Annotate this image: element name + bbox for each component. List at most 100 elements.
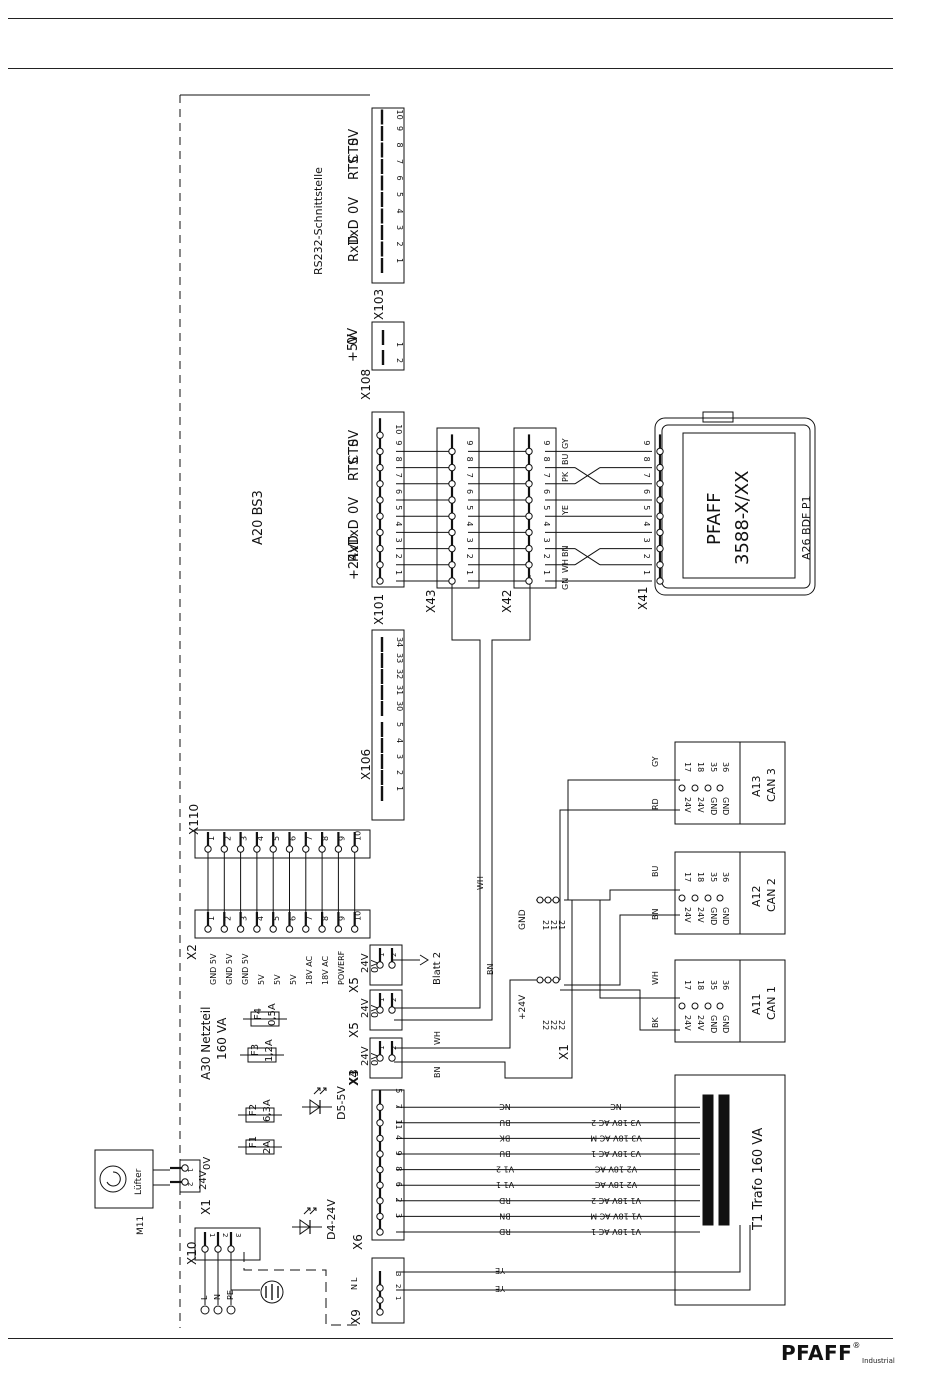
x101-num-5: 5 (394, 505, 403, 510)
x1-24v-node-2 (552, 976, 560, 984)
x43-pin-2-ring (448, 561, 456, 569)
x42-num-9: 9 (542, 440, 551, 445)
x43-num-5: 5 (465, 505, 474, 510)
x101-signal-5: CTS (347, 439, 362, 464)
x110-pin-4-ring (253, 845, 261, 853)
footer-rule (8, 1338, 893, 1339)
registered-mark: ® (852, 1341, 861, 1350)
x1-fan-signal-0v: 0V (202, 1157, 213, 1170)
f2-value: 6,3A (262, 1099, 273, 1122)
x1-fan-pin-2-ring (181, 1178, 189, 1186)
x43-pin-5-ring (448, 512, 456, 520)
a12-pin-num-3: 36 (721, 872, 730, 882)
a12-housing (674, 851, 786, 935)
a11-pin-num-0: 17 (683, 980, 692, 990)
x43-pin-4-ring (448, 528, 456, 537)
x106-num-32: 32 (395, 669, 404, 679)
x43-pin-9-ring (448, 447, 456, 456)
x42-wire-color-4: PK (561, 471, 570, 482)
x43-num-6: 6 (465, 489, 474, 494)
x2-num-8: 8 (321, 916, 330, 921)
x41-pin-8-ring (656, 463, 664, 472)
x1-gnd-num-0: 21 (541, 920, 550, 930)
x43-pin-6-ring (448, 496, 456, 504)
x101-housing (371, 411, 405, 588)
x10-signal-1: L (200, 1295, 209, 1300)
x6-wire-color-1: BN (499, 1211, 510, 1220)
a13-pin-ring-2 (704, 784, 712, 792)
x42-pin-5-ring (525, 512, 533, 520)
x106-num-31: 31 (395, 685, 404, 695)
trafo-winding-2: V1 18V AC 2 (591, 1196, 641, 1205)
x4-signal-2: 0V (370, 1053, 381, 1066)
rs232-signal-3: RTS (347, 156, 362, 180)
x6-num-7: 7 (394, 1104, 403, 1109)
x42-pin-4-ring (525, 528, 533, 537)
a12-wire-color-2: BU (651, 866, 660, 877)
x108-label: X108 (359, 369, 373, 400)
x103-pin-num-8: 8 (395, 143, 404, 148)
x2-signal-7: 18V AC (321, 955, 330, 985)
rs232-signal-1: TxD (347, 219, 362, 246)
x42-pin-1-ring (525, 577, 533, 585)
brand-subtitle: Industrial (862, 1357, 895, 1365)
a13-label-2: CAN 3 (765, 768, 778, 802)
a11-pin-signal-3: GND (721, 1015, 730, 1033)
x6-pin-3-ring (376, 1228, 384, 1236)
x43-pin-1-ring (448, 577, 456, 585)
x110-pin-2-ring (220, 845, 229, 853)
can2-24v-wire (564, 914, 680, 986)
trafo-core-1 (702, 1094, 714, 1226)
top-rule (8, 18, 893, 19)
a11-pin-ring-3 (716, 1002, 724, 1010)
x10-num-1: 1 (208, 1233, 216, 1237)
x10-num-2: 2 (221, 1233, 229, 1237)
x9-pin-2-ring (376, 1296, 384, 1304)
x4-label: X4 (347, 1070, 361, 1086)
x6-num-1: 2 (394, 1197, 403, 1202)
x110-pin-8-ring (318, 845, 326, 853)
x2-num-6: 6 (289, 916, 298, 921)
x42-wire-color-1: WH (561, 559, 570, 573)
x103-pin-num-9: 9 (395, 126, 404, 131)
x43-pin-3-ring (448, 544, 456, 553)
d4-light-1 (303, 1207, 311, 1215)
rs232-signal-5: 0V (347, 129, 362, 146)
x42-wire-color-6: GY (561, 438, 570, 449)
x4-to-x1-wire (394, 979, 540, 1049)
x5-pin-2-ring (388, 1006, 396, 1014)
a13-pin-num-0: 17 (683, 762, 692, 772)
a26-label: A26 BDF P1 (800, 496, 813, 561)
x43-num-7: 7 (465, 473, 474, 478)
x2-pin-1-ring (204, 925, 212, 933)
d5-label: D5-5V (335, 1086, 348, 1120)
x41-num-9: 9 (642, 440, 651, 445)
x1-24v-num-0: 22 (541, 1020, 550, 1030)
x5-wire-color-wh: WH (476, 876, 485, 890)
rs232-label: RS232-Schnittstelle (312, 167, 325, 275)
x101-num-6: 6 (394, 489, 403, 494)
a11-label-2: CAN 1 (765, 986, 778, 1020)
x10-terminal-2 (213, 1305, 223, 1315)
x41-num-8: 8 (642, 457, 651, 462)
x9-pin-1-ring (376, 1308, 384, 1316)
x41-label: X41 (636, 587, 650, 611)
x101-num-3: 3 (394, 538, 403, 543)
x101-signal-2: TxD (347, 519, 362, 546)
x2-pin-10-ring (351, 925, 359, 933)
m11-label: M11 (136, 1216, 146, 1235)
x6-num-3: 8 (394, 1166, 403, 1171)
x6-label: X6 (351, 1234, 365, 1250)
rs232-signal-4: CTS (347, 138, 362, 163)
a26-tab (702, 411, 734, 423)
x42-num-8: 8 (542, 457, 551, 462)
a12-pin-signal-3: GND (721, 907, 730, 925)
x43-num-4: 4 (465, 521, 474, 526)
x101-num-2: 2 (394, 554, 403, 559)
blatt-arrow (419, 954, 429, 966)
x42-pin-7-ring (525, 480, 533, 488)
x43-to-x5-wire-wh (394, 575, 481, 1009)
a12-pin-ring-0 (678, 894, 686, 902)
a12-label-2: CAN 2 (765, 878, 778, 912)
